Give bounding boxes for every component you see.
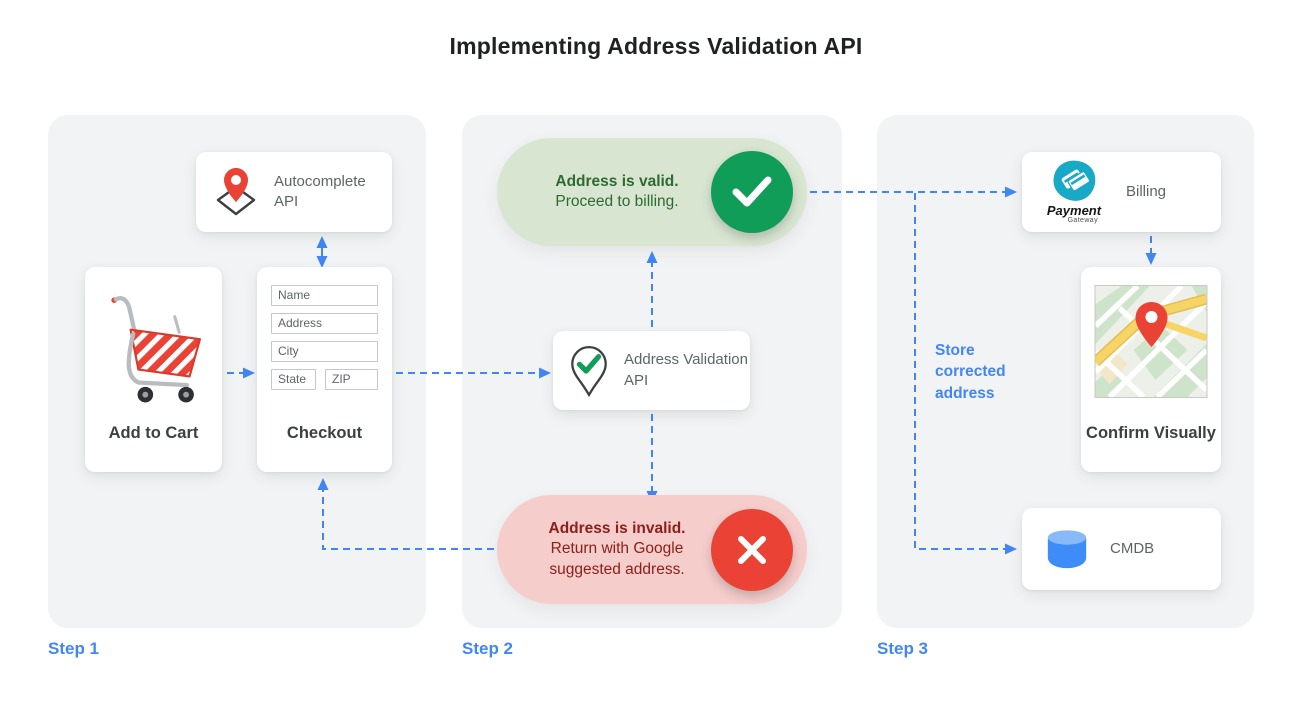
checkout-field-state: State — [271, 369, 316, 390]
address-valid-text: Address is valid. Proceed to billing. — [497, 172, 711, 213]
billing-card: Payment Gateway Billing — [1022, 152, 1221, 232]
address-validation-api-label: Address Validation API — [624, 351, 748, 389]
address-validation-api-card: Address Validation API — [553, 331, 750, 410]
confirm-visually-label: Confirm Visually — [1086, 423, 1216, 442]
step3-label: Step 3 — [877, 639, 929, 658]
payment-gateway-logo-title: Payment — [1046, 202, 1102, 218]
address-valid-pill: Address is valid. Proceed to billing. — [497, 138, 807, 246]
shopping-cart-icon — [102, 287, 206, 407]
address-valid-title: Address is valid. — [555, 172, 679, 190]
database-cylinder-icon — [1044, 527, 1090, 571]
step1-label: Step 1 — [48, 639, 100, 658]
checkout-form: Name Address City State ZIP — [271, 285, 378, 397]
checkmark-icon — [711, 151, 793, 233]
step2-label: Step 2 — [462, 639, 514, 658]
payment-gateway-logo-subtitle: Gateway — [1067, 216, 1098, 224]
checkout-field-city: City — [271, 341, 378, 362]
confirm-visually-card: Confirm Visually — [1081, 267, 1221, 472]
cmdb-card: CMDB — [1022, 508, 1221, 590]
address-invalid-subtitle: Return with Google suggested address. — [549, 540, 685, 578]
add-to-cart-label: Add to Cart — [108, 423, 199, 442]
pin-with-check-icon — [568, 345, 610, 397]
autocomplete-api-card: Autocomplete API — [196, 152, 392, 232]
checkout-label: Checkout — [286, 423, 363, 442]
page-title: Implementing Address Validation API — [449, 33, 863, 59]
store-corrected-address-label: Store corrected address — [935, 342, 1006, 402]
map-pin-on-diamond-icon — [212, 166, 260, 218]
cmdb-label: CMDB — [1110, 539, 1155, 557]
checkout-field-zip: ZIP — [325, 369, 378, 390]
autocomplete-api-label: Autocomplete API — [274, 172, 366, 210]
address-invalid-title: Address is invalid. — [548, 519, 686, 537]
address-invalid-pill: Address is invalid. Return with Google s… — [497, 495, 807, 604]
checkout-field-name: Name — [271, 285, 378, 306]
checkout-card: Name Address City State ZIP Checkout — [257, 267, 392, 472]
map-thumbnail — [1094, 285, 1208, 398]
add-to-cart-card: Add to Cart — [85, 267, 222, 472]
address-invalid-text: Address is invalid. Return with Google s… — [497, 519, 711, 580]
x-icon — [711, 508, 793, 591]
address-valid-subtitle: Proceed to billing. — [555, 193, 679, 210]
payment-gateway-logo: Payment Gateway — [1042, 159, 1106, 225]
billing-label: Billing — [1126, 182, 1167, 200]
checkout-field-address: Address — [271, 313, 378, 334]
